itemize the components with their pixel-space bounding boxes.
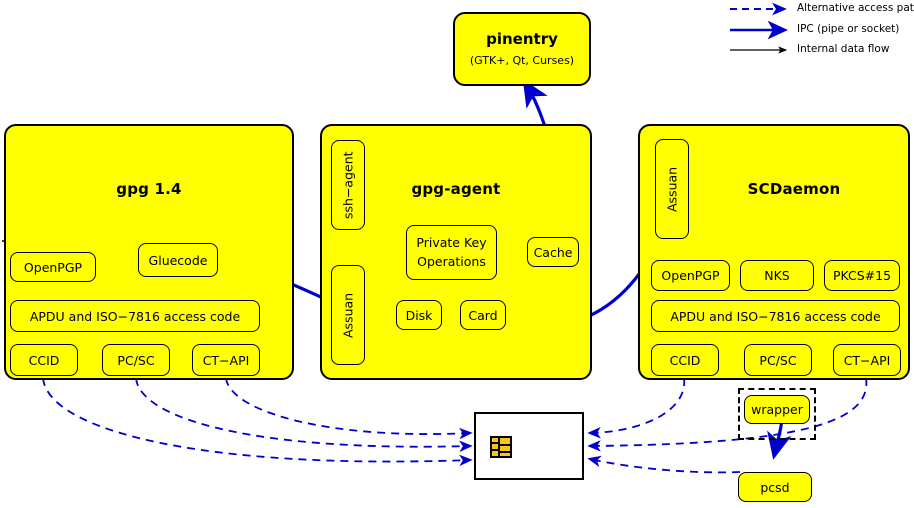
gpg-agent-assuan-box[interactable]: Assuan: [331, 265, 365, 365]
gpg14-gluecode-box[interactable]: Gluecode: [138, 243, 218, 277]
legend-label-ipc: IPC (pipe or socket): [797, 23, 900, 35]
smartcard-chip-icon: [490, 436, 512, 458]
gpg14-title: gpg 1.4: [116, 180, 182, 198]
scdaemon-driver-ctapi[interactable]: CT−API: [833, 344, 901, 376]
gpg14-openpgp-box[interactable]: OpenPGP: [10, 252, 96, 282]
gpg-agent-title: gpg-agent: [411, 180, 501, 198]
gpg14-driver-ccid[interactable]: CCID: [10, 344, 78, 376]
gpg-agent-private-key-operations-box[interactable]: Private Key Operations: [406, 225, 497, 280]
alt-gpg-ccid-to-card: [42, 377, 473, 467]
gpg-agent-ssh-agent-box[interactable]: ssh−agent: [331, 140, 365, 230]
scdaemon-app-nks[interactable]: NKS: [740, 260, 814, 291]
legend-label-alt: Alternative access paths: [797, 2, 914, 14]
scdaemon-app-openpgp[interactable]: OpenPGP: [651, 260, 730, 291]
gpg14-driver-pcsc[interactable]: PC/SC: [102, 344, 170, 376]
alt-gpg-pcsc-to-card: [135, 377, 473, 453]
gpg-agent-cache-box[interactable]: Cache: [527, 237, 579, 267]
smartcard-box[interactable]: [474, 412, 584, 480]
scdaemon-title: SCDaemon: [747, 180, 841, 198]
pinentry-subtitle: (GTK+, Qt, Curses): [469, 53, 575, 67]
gpg-agent-disk-box[interactable]: Disk: [396, 300, 442, 330]
wrapper-dashed-enclosure: [738, 388, 816, 440]
pinentry-title: pinentry: [486, 30, 558, 49]
pinentry-box[interactable]: pinentry (GTK+, Qt, Curses): [453, 12, 591, 86]
pko-line-2: Operations: [417, 253, 486, 269]
alt-scd-ccid-to-card: [587, 377, 685, 439]
gpg-agent-card-box[interactable]: Card: [460, 300, 506, 330]
alt-scd-ctapi-to-card: [587, 377, 868, 452]
scdaemon-driver-pcsc[interactable]: PC/SC: [744, 344, 812, 376]
scdaemon-assuan-box[interactable]: Assuan: [655, 139, 689, 239]
scdaemon-apdu-box[interactable]: APDU and ISO−7816 access code: [651, 300, 900, 332]
gpg14-driver-ctapi[interactable]: CT−API: [192, 344, 260, 376]
gpg14-apdu-box[interactable]: APDU and ISO−7816 access code: [10, 300, 260, 332]
wrapper-box[interactable]: wrapper: [744, 395, 810, 424]
legend-label-flow: Internal data flow: [797, 43, 890, 55]
alt-pcsd-to-card: [587, 455, 741, 474]
alt-gpg-ctapi-to-card: [225, 377, 473, 440]
pko-line-1: Private Key: [416, 234, 487, 250]
pcsd-box[interactable]: pcsd: [738, 472, 812, 502]
scdaemon-driver-ccid[interactable]: CCID: [651, 344, 719, 376]
scdaemon-app-pkcs15[interactable]: PKCS#15: [824, 260, 900, 291]
